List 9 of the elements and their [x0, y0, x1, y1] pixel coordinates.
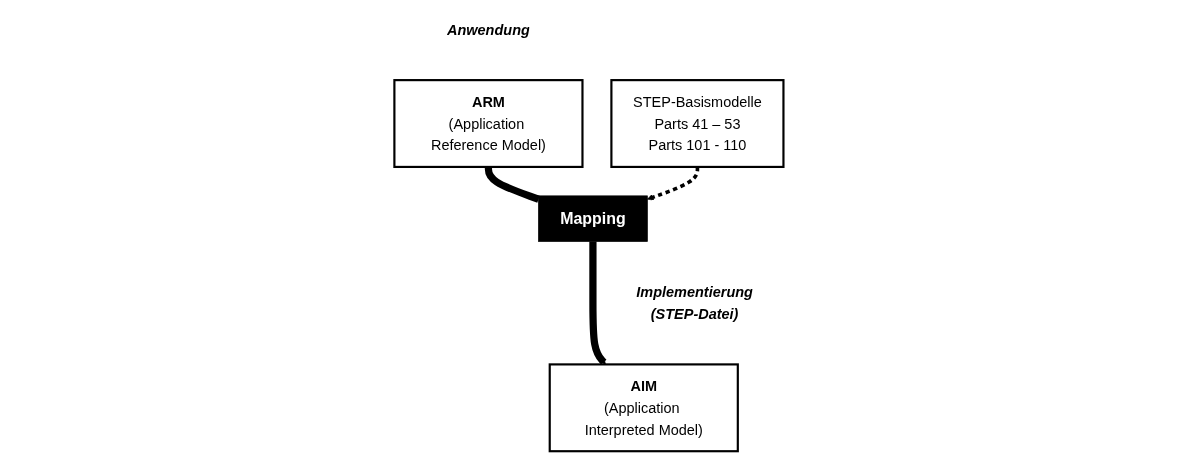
node-label: Implementierung — [635, 284, 753, 301]
arrow — [646, 166, 699, 201]
arrow — [588, 240, 607, 365]
node-label: Anwendung — [446, 21, 530, 38]
node-box: AIM (Application Interpreted Model) — [548, 363, 739, 453]
node-box: STEP-Basismodelle Parts 41 – 53 Parts 101 - 110 — [609, 79, 785, 168]
node-box: Mapping — [537, 195, 648, 242]
node-box: ARM (Application Reference Model) — [392, 79, 584, 168]
node-label: (STEP-Datei) — [650, 305, 738, 322]
